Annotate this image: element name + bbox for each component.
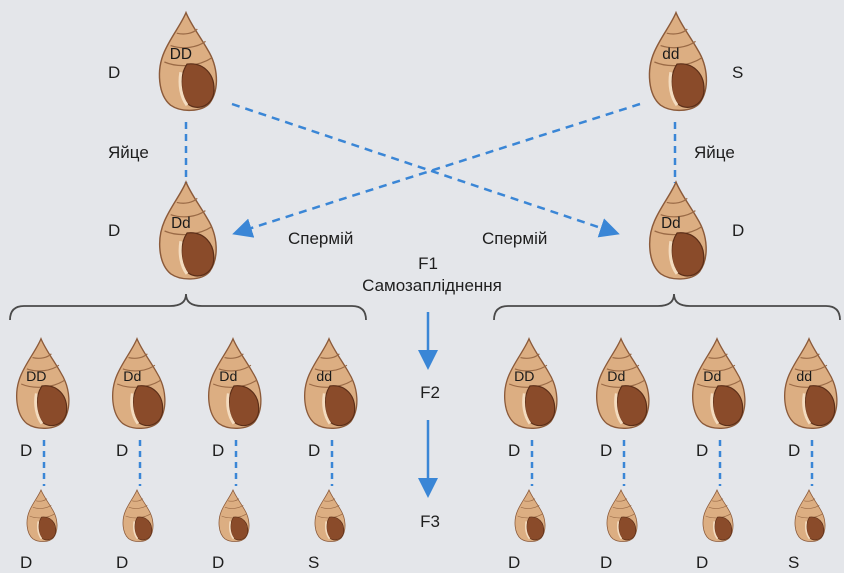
sperm-arrow-to-right	[232, 104, 616, 233]
snail-shell-f3	[510, 488, 548, 549]
phenotype-f2: D	[212, 442, 224, 459]
snail-shell-f3	[118, 488, 156, 549]
phenotype-f2: D	[508, 442, 520, 459]
snail-shell-f2: dd	[776, 330, 842, 443]
phenotype-f1-left: D	[108, 222, 120, 239]
phenotype-f2: D	[308, 442, 320, 459]
snail-shell-f2: Dd	[684, 330, 750, 443]
phenotype-f2: D	[20, 442, 32, 459]
genotype-label: dd	[662, 46, 679, 63]
egg-label-right: Яйце	[694, 144, 735, 161]
genotype-label: DD	[26, 368, 46, 384]
sperm-arrow-to-left	[236, 104, 640, 233]
self-fertilization-label: Самозапліднення	[362, 277, 502, 294]
snail-shell-f3	[22, 488, 60, 549]
phenotype-f1-right: D	[732, 222, 744, 239]
genotype-label: Dd	[607, 368, 625, 384]
genotype-label: Dd	[171, 215, 191, 232]
snail-shell-f2: DD	[496, 330, 562, 443]
snail-shell-f2: Dd	[588, 330, 654, 443]
snail-shell-f1-right: Dd	[640, 180, 712, 287]
phenotype-parent-left: D	[108, 64, 120, 81]
snail-shell-f3	[698, 488, 736, 549]
snail-shell-f2: Dd	[200, 330, 266, 443]
genotype-label: Dd	[661, 215, 681, 232]
phenotype-f2: D	[696, 442, 708, 459]
genotype-label: Dd	[123, 368, 141, 384]
snail-shell-f2: DD	[8, 330, 74, 443]
phenotype-f2: D	[788, 442, 800, 459]
snail-shell-parent-left: DD	[150, 8, 222, 121]
genotype-label: Dd	[703, 368, 721, 384]
phenotype-f3: D	[116, 554, 128, 571]
phenotype-f3: D	[20, 554, 32, 571]
brace-left	[10, 294, 366, 320]
phenotype-f2: D	[600, 442, 612, 459]
f1-label: F1	[418, 255, 438, 272]
f2-label: F2	[420, 384, 440, 401]
genotype-label: DD	[170, 46, 192, 63]
snail-shell-f3	[214, 488, 252, 549]
phenotype-f2: D	[116, 442, 128, 459]
snail-shell-f3	[790, 488, 828, 549]
f3-label: F3	[420, 513, 440, 530]
phenotype-parent-right: S	[732, 64, 743, 81]
phenotype-f3: D	[508, 554, 520, 571]
sperm-label-left: Спермій	[288, 230, 353, 247]
phenotype-f3: D	[600, 554, 612, 571]
genotype-label: dd	[316, 368, 332, 384]
egg-label-left: Яйце	[108, 144, 149, 161]
genotype-label: Dd	[219, 368, 237, 384]
brace-right	[494, 294, 840, 320]
snail-shell-f2: Dd	[104, 330, 170, 443]
phenotype-f3: S	[788, 554, 799, 571]
snail-shell-parent-right: dd	[640, 8, 712, 121]
snail-shell-f1-left: Dd	[150, 180, 222, 287]
genotype-label: DD	[514, 368, 534, 384]
genotype-label: dd	[796, 368, 812, 384]
phenotype-f3: S	[308, 554, 319, 571]
snail-shell-f3	[602, 488, 640, 549]
snail-shell-f2: dd	[296, 330, 362, 443]
sperm-label-right: Спермій	[482, 230, 547, 247]
phenotype-f3: D	[212, 554, 224, 571]
snail-shell-f3	[310, 488, 348, 549]
phenotype-f3: D	[696, 554, 708, 571]
